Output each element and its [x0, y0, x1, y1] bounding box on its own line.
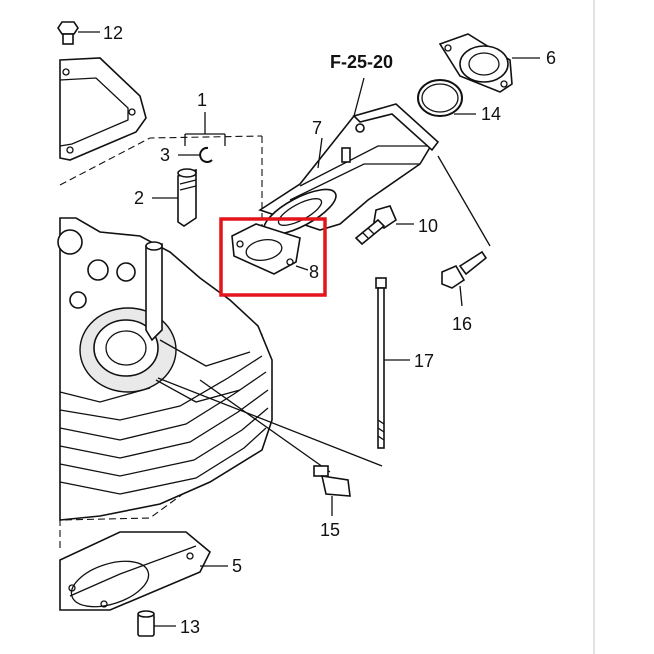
- intake-pipe: [258, 103, 440, 236]
- highlight-box: [219, 217, 327, 297]
- leader-bracket-1: [184, 112, 226, 146]
- gasket-8: [231, 223, 309, 275]
- head-gasket-5: [59, 531, 228, 611]
- part-label-13: 13: [180, 617, 200, 637]
- part-label-7: 7: [312, 118, 322, 138]
- part-label-2: 2: [134, 188, 144, 208]
- part-label-5: 5: [232, 556, 242, 576]
- part-label-1: 1: [197, 90, 207, 110]
- leader-15-head: [199, 379, 331, 473]
- part-label-17: 17: [414, 351, 434, 371]
- part-label-14: 14: [481, 104, 501, 124]
- bolt-10-icon: [354, 205, 414, 246]
- leader-17-head: [157, 377, 383, 467]
- bolt-15-icon: [313, 465, 351, 516]
- clip-icon: [178, 146, 213, 163]
- part-label-6: 6: [546, 48, 556, 68]
- valve-guide-icon: [152, 168, 197, 227]
- insulator-6: [438, 33, 540, 93]
- reference-label: F-25-20: [330, 52, 393, 72]
- cylinder-head: [57, 217, 273, 521]
- part-label-3: 3: [160, 145, 170, 165]
- stud-bolt-17-icon: [375, 277, 410, 449]
- dowel-pin-13-icon: [137, 610, 176, 637]
- bolt-16-icon: [437, 155, 491, 307]
- part-label-10: 10: [418, 216, 438, 236]
- bolt-12-icon: [57, 21, 100, 45]
- o-ring-14: [417, 79, 476, 117]
- part-label-16: 16: [452, 314, 472, 334]
- reference-leader: [353, 77, 365, 117]
- part-label-8: 8: [309, 262, 319, 282]
- part-label-12: 12: [103, 23, 123, 43]
- head-cover-gasket: [59, 57, 147, 161]
- part-label-15: 15: [320, 520, 340, 540]
